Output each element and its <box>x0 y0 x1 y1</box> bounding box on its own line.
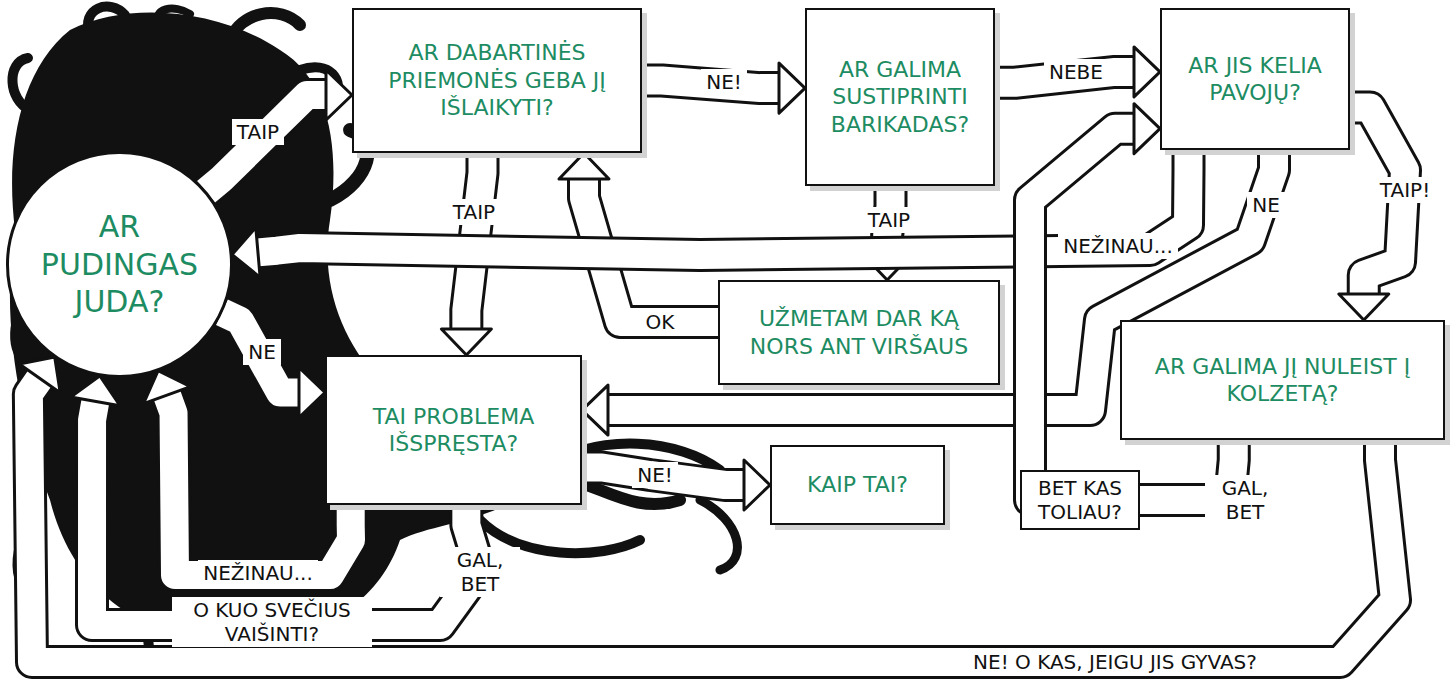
edge-label: NE! <box>701 69 747 95</box>
arrow-band-outline <box>222 312 299 392</box>
node-text: AR PUDINGAS JUDA? <box>32 208 207 321</box>
flow-arrow <box>642 63 805 113</box>
arrow-band-outline <box>206 95 326 192</box>
arrow-head <box>19 357 60 393</box>
edge-label: NE! <box>632 462 678 488</box>
question-box: KAIP TAI? <box>770 445 945 525</box>
edge-label: NEBE <box>1044 59 1108 85</box>
arrow-band-outline <box>167 395 351 575</box>
arrow-head <box>779 63 805 113</box>
arrow-head <box>744 460 770 510</box>
arrow-band-outline <box>1030 129 1234 500</box>
arrow-head <box>559 153 609 179</box>
flow-arrow <box>995 47 1160 97</box>
node-text: AR JIS KELIA PAVOJŲ? <box>1177 52 1333 107</box>
node-text: AR GALIMA SUSTIPRINTI BARIKADAS? <box>822 56 978 139</box>
edge-label: NEŽINAU... <box>1058 233 1178 259</box>
tentacle <box>12 58 30 110</box>
question-box: AR GALIMA JĮ NULEIST Į KOLZETĄ? <box>1120 320 1445 440</box>
arrow-head <box>326 70 352 120</box>
flow-arrow <box>222 312 325 417</box>
start-circle: AR PUDINGAS JUDA? <box>6 151 232 377</box>
question-box: UŽMETAM DAR KĄ NORS ANT VIRŠAUS <box>718 280 1000 385</box>
arrow-head <box>144 371 191 404</box>
flow-arrow <box>144 371 352 575</box>
arrow-band <box>167 395 351 575</box>
arrow-band <box>1030 129 1234 500</box>
edge-label: TAIP! <box>1375 177 1435 203</box>
arrow-head <box>441 329 491 355</box>
node-text: UŽMETAM DAR KĄ NORS ANT VIRŠAUS <box>735 305 983 360</box>
node-text: AR GALIMA JĮ NULEIST Į KOLZETĄ? <box>1137 353 1428 408</box>
question-box: AR GALIMA SUSTIPRINTI BARIKADAS? <box>805 8 995 186</box>
arrow-band <box>222 312 299 392</box>
edge-label: NE <box>1247 192 1285 218</box>
arrow-head <box>1134 104 1160 154</box>
edge-label: OK <box>641 309 680 335</box>
edge-label: TAIP <box>863 207 915 233</box>
flow-arrow <box>206 70 352 192</box>
edge-label: NE <box>243 339 281 365</box>
arrow-band <box>206 95 326 192</box>
edge-label: TAIP <box>448 199 500 225</box>
edge-label: NEŽINAU... <box>198 560 318 586</box>
arrow-head <box>1339 294 1389 320</box>
node-text: AR DABARTINĖS PRIEMONĖS GEBA JĮ IŠLAIKYT… <box>369 39 625 122</box>
node-text: KAIP TAI? <box>807 471 908 499</box>
question-box: AR DABARTINĖS PRIEMONĖS GEBA JĮ IŠLAIKYT… <box>352 8 642 153</box>
edge-label: GAL, BET <box>1205 475 1285 525</box>
question-box: TAI PROBLEMA IŠSPRĘSTA? <box>325 355 582 505</box>
arrow-head <box>299 368 325 418</box>
question-box: AR JIS KELIA PAVOJŲ? <box>1160 8 1350 150</box>
edge-label: NE! O KAS, JEIGU JIS GYVAS? <box>968 649 1262 675</box>
arrow-head <box>71 376 120 406</box>
flow-arrow <box>1030 104 1234 500</box>
arrow-head <box>1134 47 1160 97</box>
edge-label: GAL, BET <box>440 547 520 597</box>
arrow-head <box>232 228 260 278</box>
route-note: BET KAS TOLIAU? <box>1020 470 1140 530</box>
tentacle <box>158 9 190 25</box>
tentacle <box>230 13 300 40</box>
node-text: TAI PROBLEMA IŠSPRĘSTA? <box>342 403 565 458</box>
tentacle <box>88 7 125 35</box>
route-note: O KUO SVEČIUS VAIŠINTI? <box>172 597 372 647</box>
arrow-head <box>582 385 608 435</box>
tentacle <box>700 500 737 570</box>
flow-arrow <box>582 460 770 510</box>
edge-label: TAIP <box>232 119 284 145</box>
